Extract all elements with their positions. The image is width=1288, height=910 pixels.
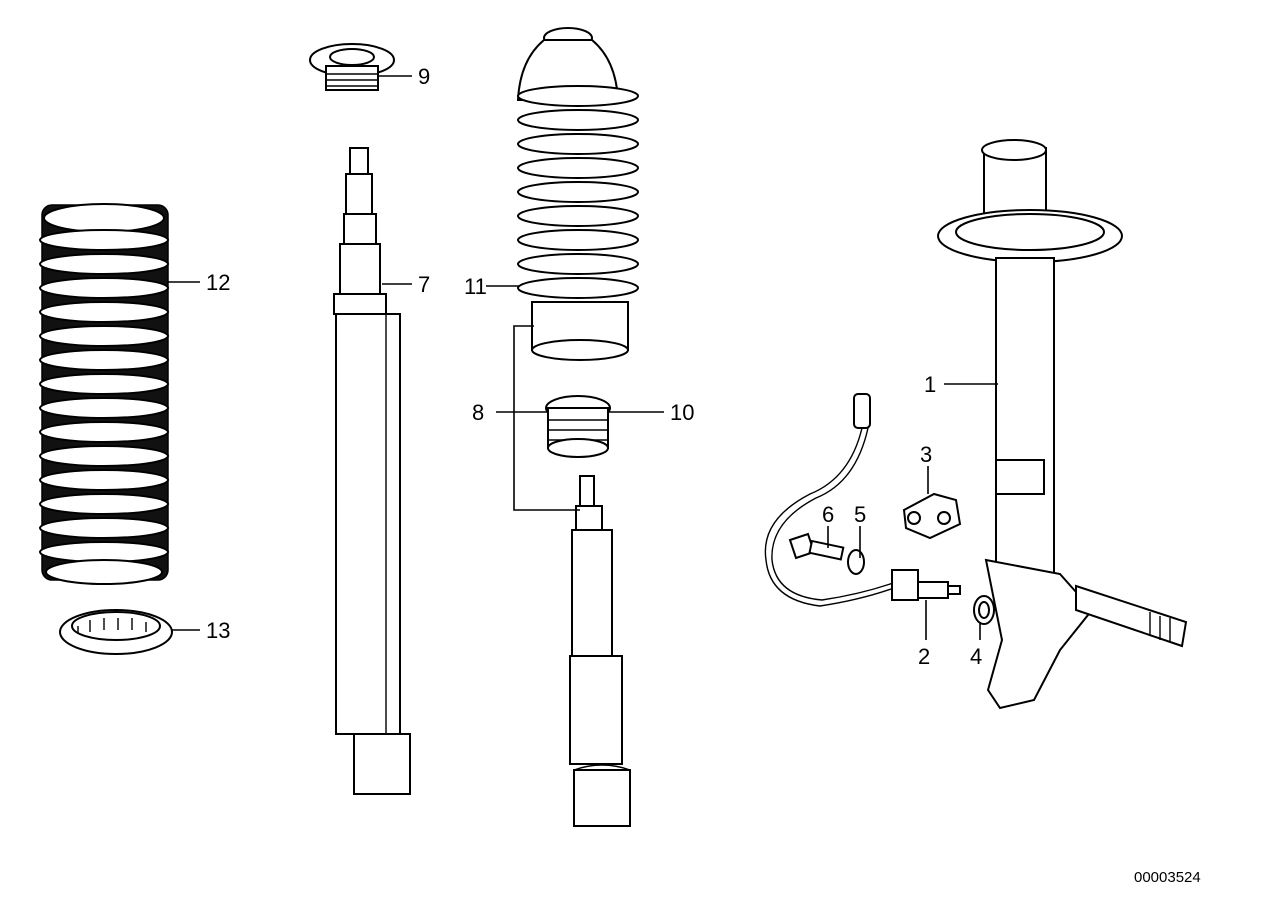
bellows-rib [39, 469, 169, 491]
callout-8: 8 [472, 400, 484, 425]
bellows-rib [39, 301, 169, 323]
part-lower-damper [569, 475, 631, 827]
callout-7: 7 [418, 272, 430, 297]
callout-10: 10 [670, 400, 694, 425]
callout-4: 4 [970, 644, 982, 669]
bellows-rib [39, 349, 169, 371]
callout-3: 3 [920, 442, 932, 467]
bellows-rib [39, 493, 169, 515]
boot-rib [517, 157, 639, 179]
boot-rib [517, 181, 639, 203]
bellows-rib [39, 325, 169, 347]
part-13-ring [59, 609, 173, 655]
boot-rib [517, 109, 639, 131]
leader-11-bracket [513, 325, 580, 511]
callout-5: 5 [854, 502, 866, 527]
bellows-rib [39, 277, 169, 299]
bellows-rib [39, 421, 169, 443]
boot-rib [517, 205, 639, 227]
bellows-rib [39, 397, 169, 419]
part-1-strut-housing [937, 139, 1188, 710]
boot-rib [517, 253, 639, 275]
part-11-boot [516, 27, 639, 361]
part-8-10-fitting [545, 395, 611, 458]
leader-lines [168, 75, 998, 640]
part-12-bellows [39, 203, 169, 585]
bellows-rib [39, 445, 169, 467]
bellows-rib [39, 517, 169, 539]
boot-rib [517, 133, 639, 155]
part-5-washer [847, 549, 865, 575]
part-7-cartridge [333, 147, 411, 795]
callout-6: 6 [822, 502, 834, 527]
callout-1: 1 [924, 372, 936, 397]
part-4-seal [973, 595, 995, 625]
bellows-rib [39, 373, 169, 395]
callout-13: 13 [206, 618, 230, 643]
part-3-sensor-holder [902, 492, 962, 540]
boot-rib [517, 229, 639, 251]
callout-labels: 1 2 3 4 5 6 7 8 9 10 11 12 13 [206, 64, 982, 669]
part-9-nut [309, 43, 395, 91]
callout-12: 12 [206, 270, 230, 295]
callout-2: 2 [918, 644, 930, 669]
boot-rib [517, 277, 639, 299]
bellows-rib [39, 229, 169, 251]
callout-11: 11 [464, 274, 487, 299]
callout-9: 9 [418, 64, 430, 89]
bellows-rib [39, 253, 169, 275]
document-id: 00003524 [1134, 869, 1201, 886]
part-2-sensor-cable [764, 393, 961, 607]
boot-rib [517, 85, 639, 107]
part-6-bolt [788, 532, 845, 561]
